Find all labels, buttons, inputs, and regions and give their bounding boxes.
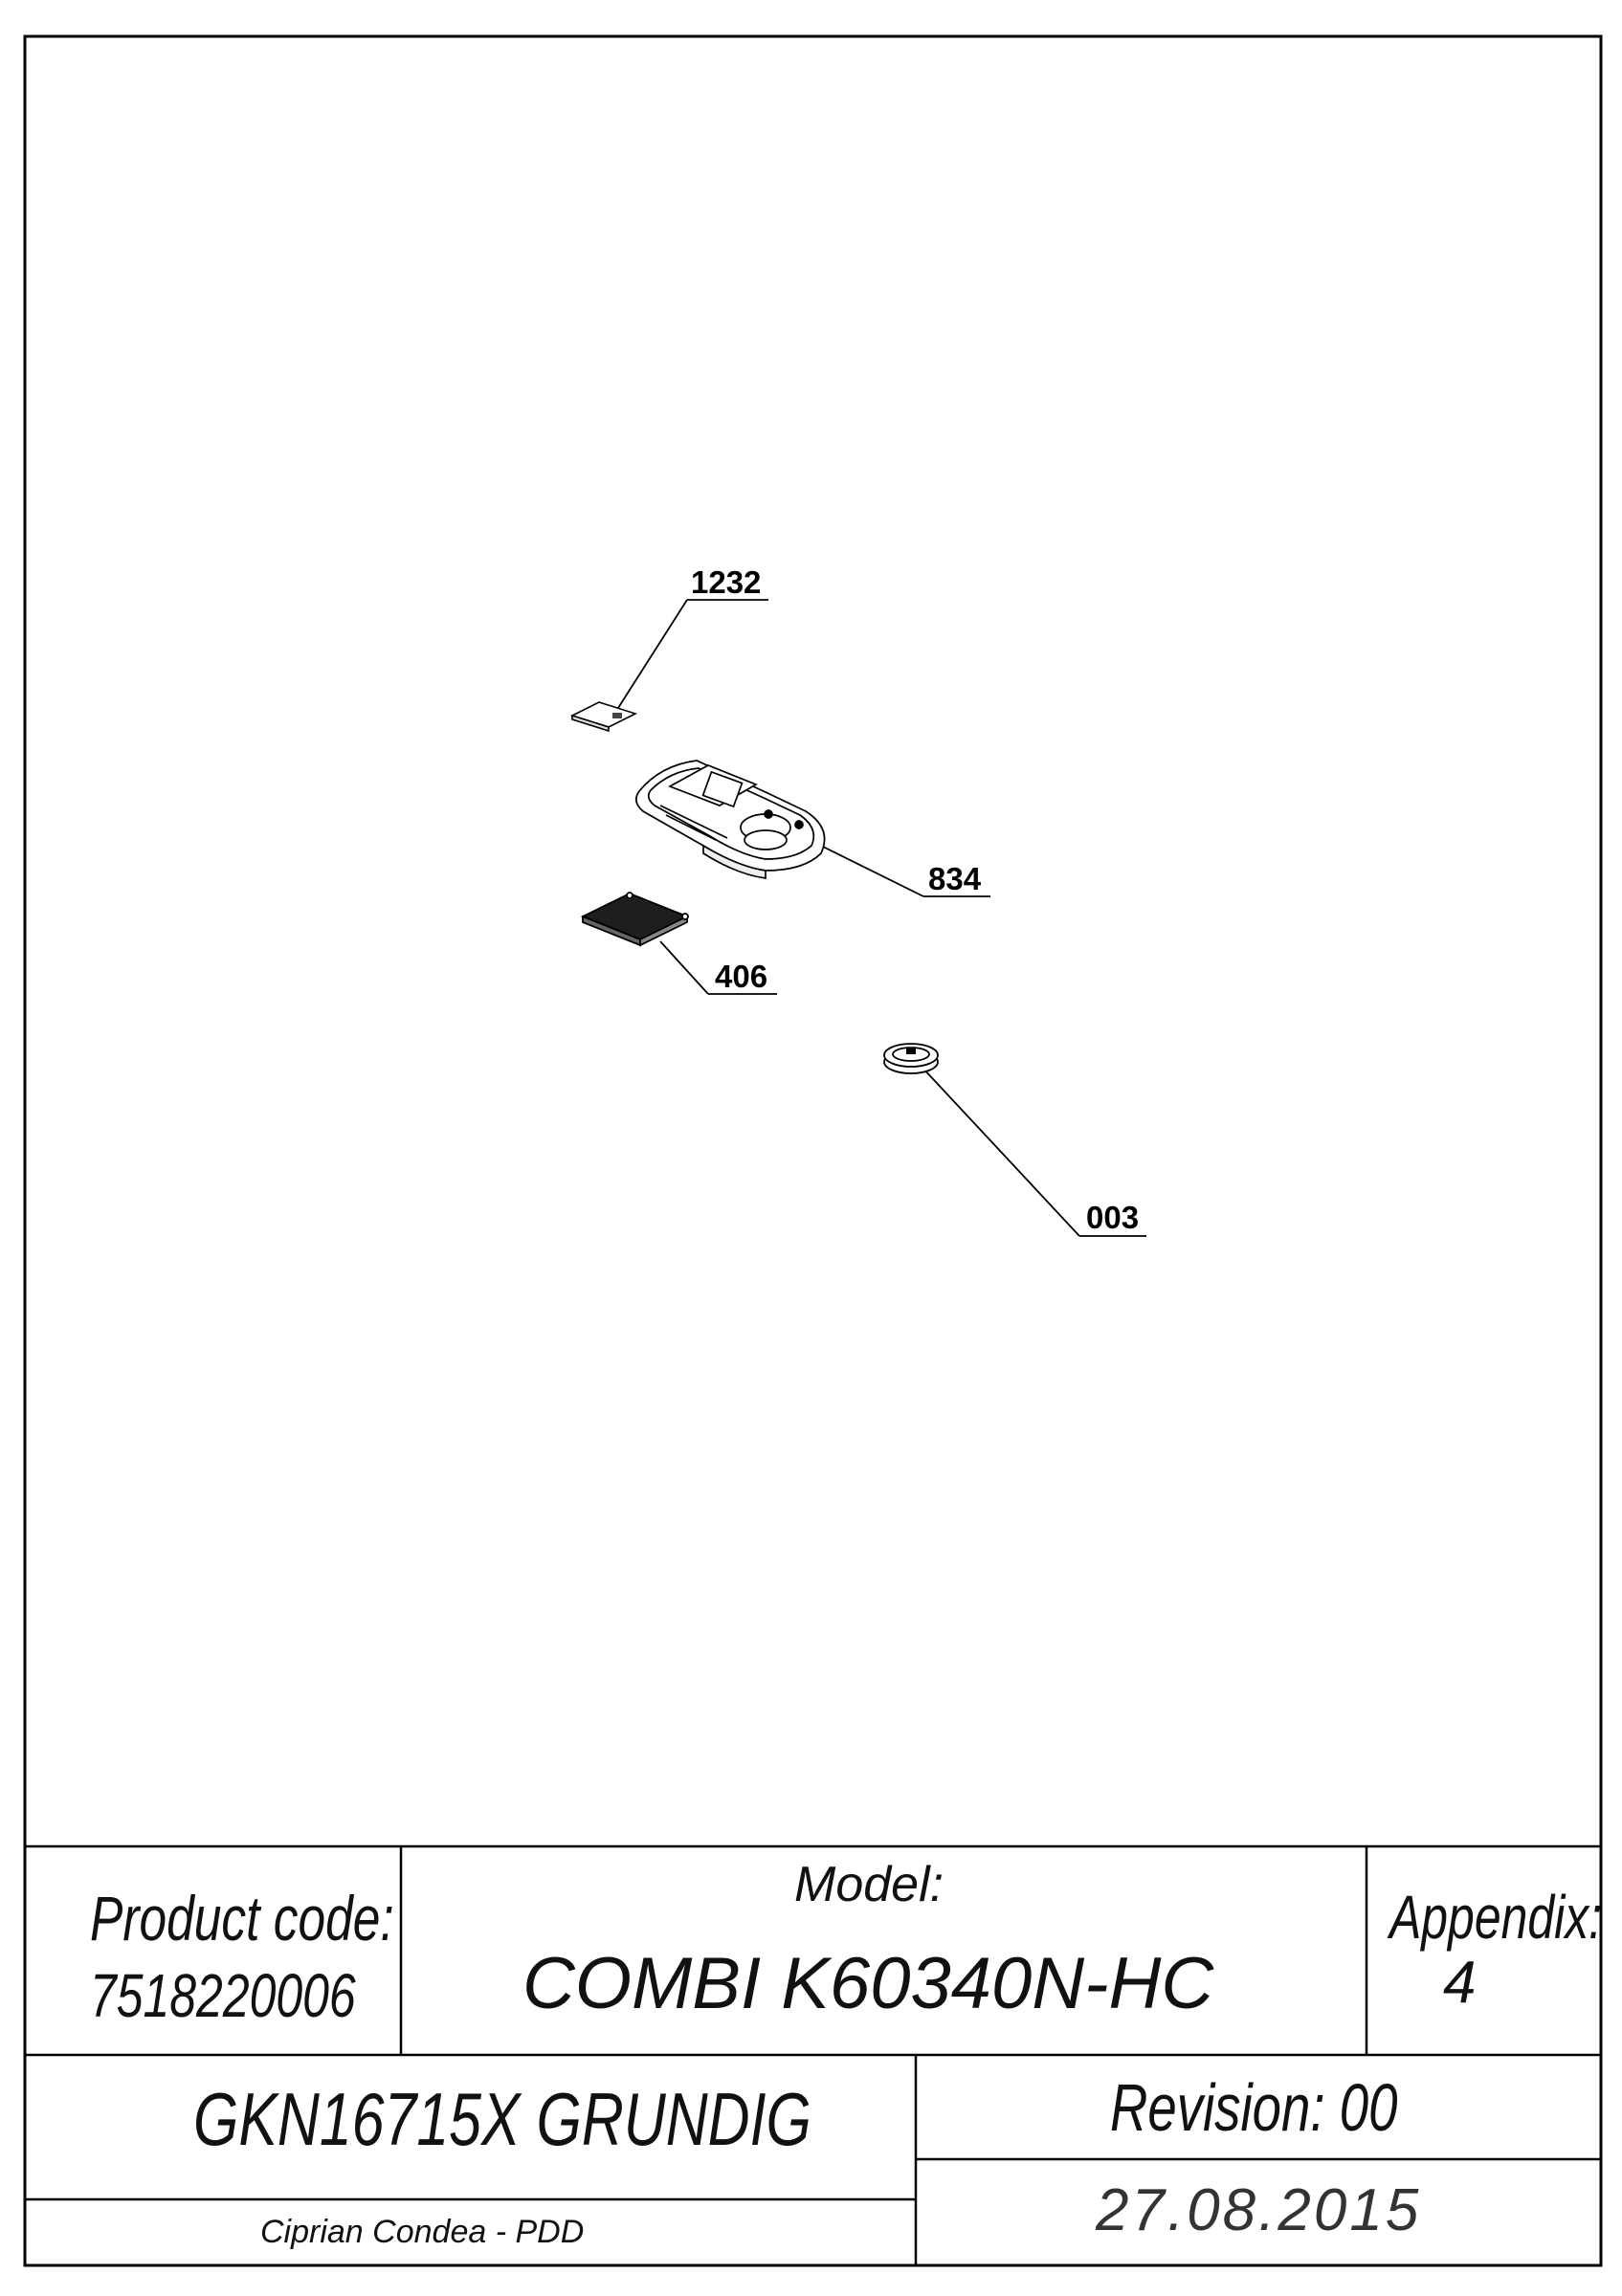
part-834-drawing: [634, 760, 826, 879]
product-name: GKN16715X GRUNDIG: [193, 2077, 811, 2161]
date: 27.08.2015: [1096, 2177, 1422, 2243]
product-code-value: 7518220006: [90, 1961, 356, 2030]
title-block-grid: [25, 1844, 1601, 2265]
appendix-value: 4: [1443, 1950, 1477, 2016]
author: Ciprian Condea - PDD: [260, 2214, 585, 2250]
revision: Revision: 00: [1110, 2070, 1398, 2145]
callout-406: 406: [715, 959, 768, 994]
callout-834: 834: [928, 861, 982, 896]
model-label: Model:: [794, 1857, 944, 1912]
part-406-drawing: [580, 892, 690, 947]
appendix-label: Appendix:: [1389, 1883, 1603, 1952]
part-003-drawing: [883, 1043, 939, 1074]
product-code-label: Product code:: [90, 1883, 394, 1954]
callout-003: 003: [1086, 1200, 1140, 1235]
model-value: COMBI K60340N-HC: [522, 1943, 1214, 2024]
part-1232-drawing: [569, 701, 638, 733]
callout-1232: 1232: [691, 564, 762, 600]
drawing-frame: [23, 34, 1603, 2267]
leader-lines: [617, 599, 1146, 1237]
